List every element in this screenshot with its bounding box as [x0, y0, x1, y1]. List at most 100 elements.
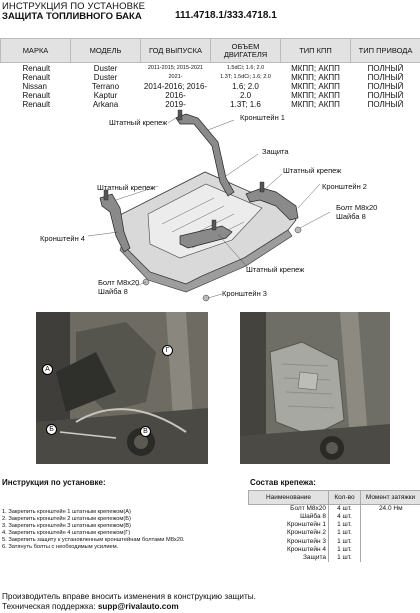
label-std-fastener-top: Штатный крепеж — [109, 118, 168, 127]
part-name: Кронштейн 2 — [287, 529, 326, 537]
shield-raised-panel — [147, 183, 263, 259]
part-torque — [360, 513, 420, 522]
photo-after-install — [240, 312, 390, 464]
year-cell: 2021- — [168, 74, 183, 80]
part-qty: 1 шт. — [328, 553, 361, 563]
part-torque — [360, 545, 420, 554]
instruction-step: 2. Закрепить кронштейн 2 штатным крепежо… — [2, 516, 131, 522]
spec-col-model: Duster Duster Terrano Kaptur Arkana — [71, 63, 141, 109]
part-torque — [360, 553, 420, 563]
photo-before-drawing — [36, 312, 208, 464]
spec-col-brand: Renault Renault Nissan Renault Renault — [1, 63, 71, 109]
drive-cell: ПОЛНЫЙ — [367, 100, 404, 109]
year-cell: 2019- — [165, 100, 186, 109]
model-cell: Kaptur — [93, 91, 118, 100]
part-qty: 4 шт. — [328, 504, 361, 513]
brand-cell: Renault — [22, 100, 51, 109]
label-bracket-3: Кронштейн 3 — [222, 289, 267, 298]
shield-ribs — [161, 197, 245, 249]
part-name: Болт М8х20 — [290, 505, 326, 512]
bracket-1-shape — [175, 113, 235, 197]
std-fasteners — [103, 109, 265, 231]
gearbox-cell: МКПП; АКПП — [291, 73, 340, 82]
spec-header-drive: ТИП ПРИВОДА — [350, 38, 420, 63]
spec-col-engine: 1.5dCi; 1.6; 2.0 1.3T; 1.5dCi; 1.6; 2.0 … — [211, 63, 281, 109]
label-std-fastener-right: Штатный крепеж — [283, 166, 342, 175]
marker-b: Б — [46, 424, 57, 435]
part-torque: 24.0 Нм — [360, 504, 420, 513]
engine-cell: 2.0 — [239, 91, 252, 100]
part-number: 111.4718.1/333.4718.1 — [175, 10, 277, 21]
label-washer-left: Шайба 8 — [98, 287, 128, 296]
model-cell: Terrano — [91, 82, 120, 91]
composition-header-row: Наименование Кол-во Момент затяжки — [248, 490, 420, 505]
spec-header-gearbox: ТИП КПП — [280, 38, 351, 63]
part-name: Кронштейн 4 — [287, 545, 326, 553]
spec-col-drive: ПОЛНЫЙ ПОЛНЫЙ ПОЛНЫЙ ПОЛНЫЙ ПОЛНЫЙ — [351, 63, 420, 109]
brand-cell: Nissan — [22, 82, 47, 91]
label-bracket-2: Кронштейн 2 — [322, 182, 367, 191]
shield-edge-shade — [119, 229, 293, 293]
photo-before-install: А Б В Г — [36, 312, 208, 464]
footer-support: Техническая поддержка: supp@rivalauto.co… — [2, 602, 256, 612]
brand-cell: Renault — [22, 64, 51, 73]
doc-title-product: ЗАЩИТА ТОПЛИВНОГО БАКА — [2, 11, 142, 22]
marker-v: В — [140, 426, 151, 437]
support-email-link[interactable]: supp@rivalauto.com — [97, 602, 179, 611]
gearbox-cell: МКПП; АКПП — [291, 64, 340, 73]
part-torque — [360, 537, 420, 546]
bracket-3-shape — [179, 225, 233, 249]
instruction-step: 4. Закрепить кронштейн 4 штатным крепежо… — [2, 530, 131, 536]
gearbox-cell: МКПП; АКПП — [291, 91, 340, 100]
engine-cell: 1.6; 2.0 — [232, 82, 259, 91]
leader-lines — [87, 113, 331, 299]
model-cell: Duster — [93, 64, 118, 73]
engine-cell: 1.3T; 1.5dCi; 1.6; 2.0 — [220, 74, 271, 80]
part-torque — [360, 521, 420, 530]
composition-header-qty: Кол-во — [328, 490, 361, 505]
engine-cell: 1.5dCi; 1.6; 2.0 — [226, 65, 265, 71]
spec-header-row: МАРКА МОДЕЛЬ ГОД ВЫПУСКА ОБЪЕМ ДВИГАТЕЛЯ… — [0, 38, 420, 63]
spec-col-gearbox: МКПП; АКПП МКПП; АКПП МКПП; АКПП МКПП; А… — [281, 63, 351, 109]
support-label: Техническая поддержка: — [2, 602, 98, 611]
part-torque — [360, 529, 420, 538]
composition-title: Состав крепежа: — [250, 478, 316, 487]
part-name: Защита — [302, 554, 326, 562]
document-footer: Производитель вправе вносить изменения в… — [2, 592, 256, 612]
part-qty: 1 шт. — [328, 521, 361, 530]
part-qty: 4 шт. — [328, 513, 361, 522]
assembly-drawing — [87, 109, 331, 302]
part-qty: 1 шт. — [328, 529, 361, 538]
instruction-step: 3. Закрепить кронштейн 3 штатным крепежо… — [2, 523, 131, 529]
gearbox-cell: МКПП; АКПП — [291, 100, 340, 109]
part-name: Шайба 8 — [300, 513, 326, 521]
document-header: ИНСТРУКЦИЯ ПО УСТАНОВКЕ ЗАЩИТА ТОПЛИВНОГ… — [0, 0, 420, 38]
part-name: Кронштейн 3 — [287, 537, 326, 545]
composition-header-torque: Момент затяжки — [360, 490, 420, 505]
spec-header-year: ГОД ВЫПУСКА — [140, 38, 211, 63]
footer-disclaimer: Производитель вправе вносить изменения в… — [2, 592, 256, 601]
model-cell: Duster — [93, 73, 118, 82]
drive-cell: ПОЛНЫЙ — [367, 82, 404, 91]
part-qty: 1 шт. — [328, 537, 361, 546]
label-washer-right: Шайба 8 — [336, 212, 366, 221]
part-name: Кронштейн 1 — [287, 521, 326, 529]
marker-g: Г — [162, 345, 173, 356]
label-std-fastener-left: Штатный крепеж — [97, 183, 156, 192]
year-cell: 2016- — [165, 91, 186, 100]
instruction-step: 6. Затянуть болты с необходимым усилием. — [2, 544, 119, 550]
instruction-step: 1. Закрепить кронштейн 1 штатным крепежо… — [2, 509, 131, 515]
label-shield: Защита — [262, 147, 289, 156]
spec-body-row: Renault Renault Nissan Renault Renault D… — [1, 63, 420, 109]
composition-table: Наименование Кол-во Момент затяжки Болт … — [248, 490, 420, 563]
bracket-2-shape — [245, 187, 299, 221]
drive-cell: ПОЛНЫЙ — [367, 91, 404, 100]
spec-header-brand: МАРКА — [0, 38, 71, 63]
part-qty: 1 шт. — [328, 545, 361, 554]
photo-after-drawing — [240, 312, 390, 464]
